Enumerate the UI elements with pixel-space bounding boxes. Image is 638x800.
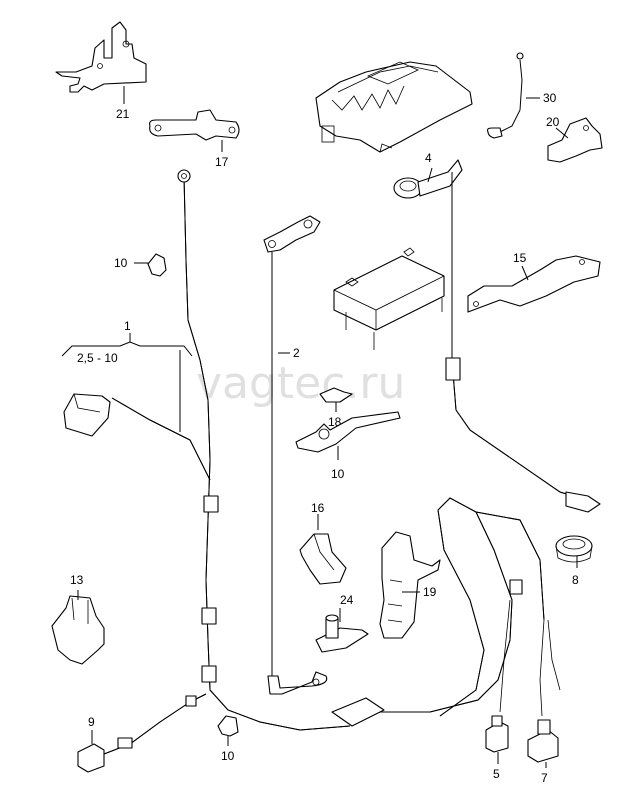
callout-24: 24	[340, 593, 354, 607]
part-24-fuse-holder[interactable]	[315, 614, 369, 653]
callout-8: 8	[572, 573, 579, 587]
part-15-bracket[interactable]	[467, 255, 601, 313]
part-7-connector[interactable]	[527, 719, 559, 763]
callout-5: 5	[493, 767, 500, 781]
callout-10-top: 10	[114, 256, 128, 270]
callout-4: 4	[425, 151, 432, 165]
part-13-bracket[interactable]	[51, 595, 105, 665]
part-20-bracket[interactable]	[547, 117, 603, 163]
callout-20: 20	[546, 115, 560, 129]
positive-harness-loop[interactable]	[331, 497, 561, 727]
main-wiring-harness[interactable]	[63, 169, 351, 731]
part-5-connector[interactable]	[485, 715, 509, 753]
callout-21: 21	[116, 107, 130, 121]
callout-15: 15	[513, 251, 527, 265]
callout-16: 16	[311, 501, 325, 515]
callout-17: 17	[215, 155, 229, 169]
callout-19: 19	[423, 585, 437, 599]
callout-2: 2	[293, 346, 300, 360]
battery-control-unit[interactable]	[315, 61, 473, 153]
part-10-clip-top[interactable]	[147, 253, 167, 277]
positive-cable-right	[451, 172, 587, 501]
part-30-ground-strap[interactable]	[486, 52, 524, 139]
part-10-clip-bottom[interactable]	[217, 715, 239, 737]
callout-13: 13	[70, 573, 84, 587]
part-21-bracket[interactable]	[55, 21, 147, 93]
callout-2-5-10: 2,5 - 10	[77, 351, 118, 365]
part-9-sensor-cable[interactable]	[77, 693, 207, 773]
part-19-bracket[interactable]	[379, 531, 441, 639]
callout-7: 7	[541, 771, 548, 785]
part-17-bracket[interactable]	[149, 109, 240, 141]
part-8-grommet[interactable]	[555, 535, 593, 563]
callout-1: 1	[124, 319, 131, 333]
watermark: vagtec.ru	[196, 358, 405, 409]
part-4-terminal[interactable]	[393, 159, 463, 199]
callout-30: 30	[543, 91, 557, 105]
part-16-clip[interactable]	[299, 533, 347, 585]
callout-9: 9	[88, 715, 95, 729]
battery[interactable]	[333, 247, 445, 350]
callout-10-bottom: 10	[221, 749, 235, 763]
part-10-cable-tie[interactable]	[295, 411, 401, 453]
callout-10-center: 10	[331, 467, 345, 481]
part-18-clip[interactable]	[319, 387, 353, 403]
part-2-ground-cable[interactable]	[263, 215, 328, 695]
